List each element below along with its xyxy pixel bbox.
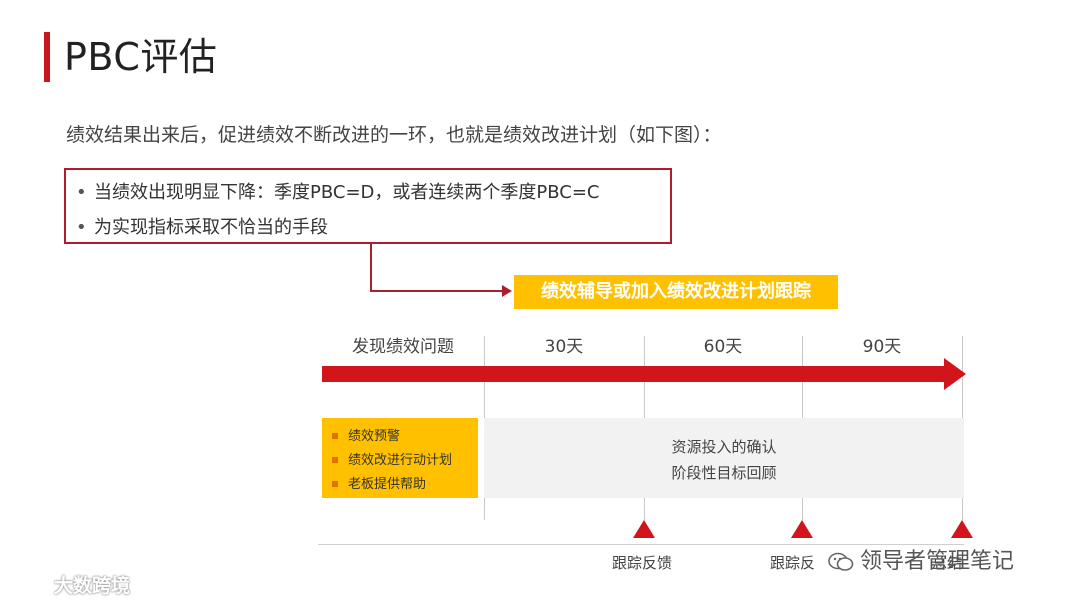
timeline-arrow-head-icon (944, 358, 966, 390)
square-bullet-icon (332, 432, 338, 439)
milestone-triangle-icon (791, 520, 813, 538)
page-title: PBC评估 (64, 35, 218, 79)
wechat-icon (828, 552, 854, 571)
condition-item-2: • 为实现指标采取不恰当的手段 (76, 216, 328, 240)
timeline-arrow-bar (322, 366, 946, 382)
watermark-right: 领导者管理笔记 (828, 548, 1014, 576)
action-item: 绩效改进行动计划 (332, 452, 452, 470)
ongoing-item-2: 阶段性目标回顾 (671, 464, 777, 482)
timeline-label-30: 30天 (544, 337, 584, 357)
bullet-icon: • (76, 217, 87, 238)
connector-line-horizontal (370, 290, 504, 292)
ongoing-box: 资源投入的确认 阶段性目标回顾 (484, 418, 964, 498)
action-item: 绩效预警 (332, 428, 400, 446)
condition-text-1: 当绩效出现明显下降：季度PBC=D，或者连续两个季度PBC=C (94, 182, 600, 203)
square-bullet-icon (332, 456, 338, 463)
timeline-label-60: 60天 (703, 337, 743, 357)
watermark-left: 大数跨境 (10, 574, 130, 598)
ongoing-item-1: 资源投入的确认 (671, 438, 777, 456)
bullet-icon: • (76, 182, 87, 203)
title-accent-bar (44, 32, 50, 82)
milestone-triangle-icon (951, 520, 973, 538)
condition-box: • 当绩效出现明显下降：季度PBC=D，或者连续两个季度PBC=C • 为实现指标采… (64, 168, 672, 244)
timeline-label-start: 发现绩效问题 (352, 337, 454, 357)
action-item: 老板提供帮助 (332, 476, 426, 494)
condition-item-1: • 当绩效出现明显下降：季度PBC=D，或者连续两个季度PBC=C (76, 181, 600, 205)
brand-logo-icon (12, 579, 49, 594)
square-bullet-icon (332, 480, 338, 487)
milestone-label-3: 总结 (932, 554, 963, 572)
milestone-triangle-icon (633, 520, 655, 538)
timeline-label-90: 90天 (862, 337, 902, 357)
condition-text-2: 为实现指标采取不恰当的手段 (94, 217, 328, 238)
actions-box: 绩效预警 绩效改进行动计划 老板提供帮助 (322, 418, 478, 498)
milestone-label-1: 跟踪反馈 (612, 554, 673, 572)
intro-text: 绩效结果出来后，促进绩效不断改进的一环，也就是绩效改进计划（如下图）： (66, 124, 722, 146)
callout-label: 绩效辅导或加入绩效改进计划跟踪 (514, 275, 838, 309)
connector-arrow-icon (502, 285, 512, 297)
timeline-baseline (318, 544, 964, 545)
milestone-label-2: 跟踪反 (770, 554, 816, 572)
connector-line-vertical (370, 244, 372, 292)
